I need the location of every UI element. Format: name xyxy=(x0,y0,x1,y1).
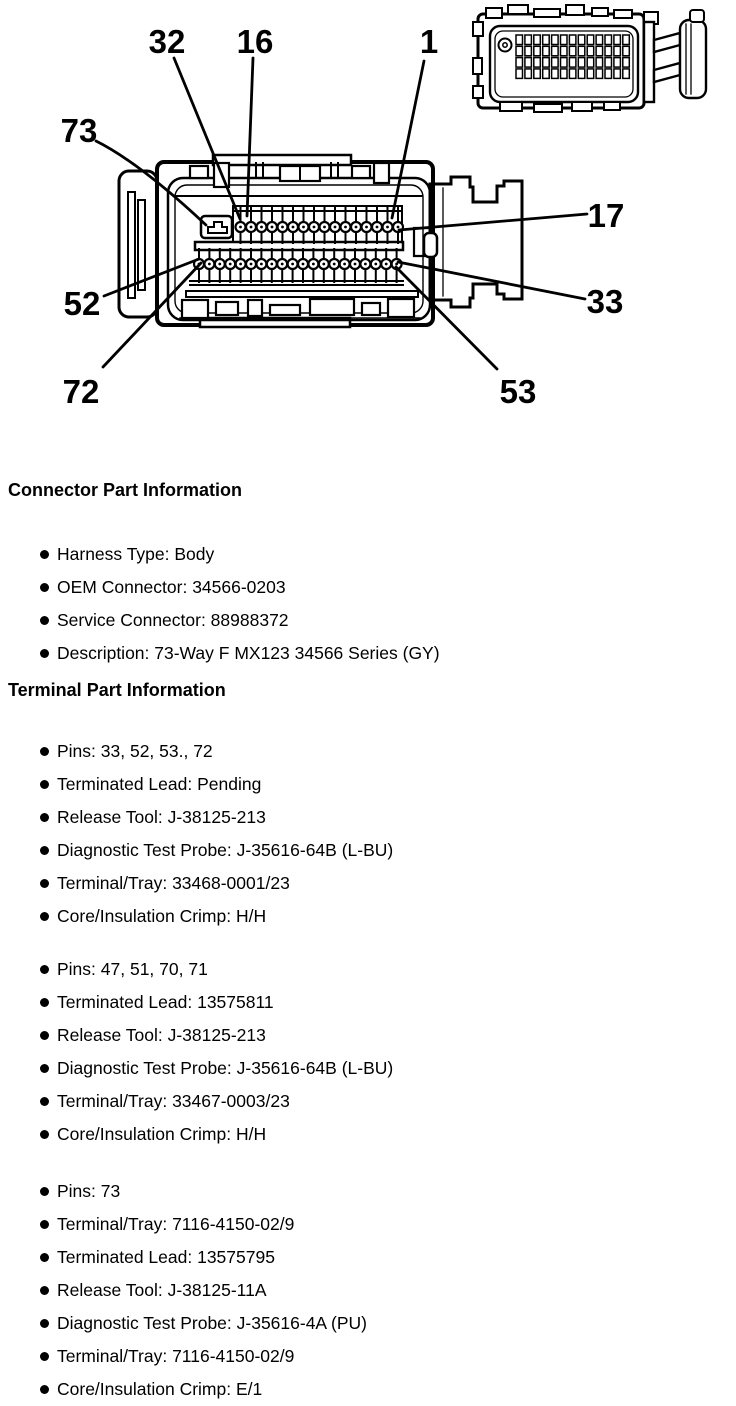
list-item: Pins: 33, 52, 53., 72 xyxy=(40,735,736,768)
terminal-section-heading: Terminal Part Information xyxy=(8,680,226,700)
list-item: Core/Insulation Crimp: H/H xyxy=(40,900,736,933)
leader-line xyxy=(172,56,242,221)
terminal-info-group-1: Pins: 33, 52, 53., 72 Terminated Lead: P… xyxy=(0,735,736,933)
terminal-info-group-2: Pins: 47, 51, 70, 71 Terminated Lead: 13… xyxy=(0,953,736,1151)
callout-1: 1 xyxy=(420,23,438,60)
callout-72: 72 xyxy=(63,373,100,410)
list-item: Terminated Lead: 13575795 xyxy=(40,1241,736,1274)
list-item: Terminated Lead: Pending xyxy=(40,768,736,801)
pin-callouts: 32 16 1 73 17 33 52 72 53 xyxy=(61,23,625,410)
leader-line xyxy=(390,59,426,220)
list-item: Terminal/Tray: 7116-4150-02/9 xyxy=(40,1340,736,1373)
leader-line xyxy=(102,257,201,298)
terminal-info-group-3: Pins: 73 Terminal/Tray: 7116-4150-02/9 T… xyxy=(0,1175,736,1406)
list-item: Terminal/Tray: 33468-0001/23 xyxy=(40,867,736,900)
list-item: Diagnostic Test Probe: J-35616-64B (L-BU… xyxy=(40,834,736,867)
connector-diagram: 32 16 1 73 17 33 52 72 53 xyxy=(61,4,708,410)
list-item: Description: 73-Way F MX123 34566 Series… xyxy=(40,637,736,670)
leader-line xyxy=(396,260,587,301)
list-item: Service Connector: 88988372 xyxy=(40,604,736,637)
connector-figure: 32 16 1 73 17 33 52 72 53 xyxy=(0,0,736,462)
leader-line xyxy=(397,212,589,232)
list-item: Terminated Lead: 13575811 xyxy=(40,986,736,1019)
callout-16: 16 xyxy=(237,23,274,60)
connector-isometric-view xyxy=(472,4,708,113)
list-item: Terminal/Tray: 7116-4150-02/9 xyxy=(40,1208,736,1241)
list-item: Diagnostic Test Probe: J-35616-64B (L-BU… xyxy=(40,1052,736,1085)
list-item: Terminal/Tray: 33467-0003/23 xyxy=(40,1085,736,1118)
list-item: Harness Type: Body xyxy=(40,538,736,571)
pin-row-top xyxy=(234,207,405,244)
list-item: OEM Connector: 34566-0203 xyxy=(40,571,736,604)
list-item: Core/Insulation Crimp: E/1 xyxy=(40,1373,736,1406)
callout-33: 33 xyxy=(587,283,624,320)
connector-face-view xyxy=(117,153,524,329)
connector-info-list: Harness Type: Body OEM Connector: 34566-… xyxy=(0,538,736,670)
callout-53: 53 xyxy=(500,373,537,410)
leader-line xyxy=(394,265,499,371)
list-item: Release Tool: J-38125-11A xyxy=(40,1274,736,1307)
list-item: Core/Insulation Crimp: H/H xyxy=(40,1118,736,1151)
connector-right-profile xyxy=(428,175,524,309)
list-item: Pins: 47, 51, 70, 71 xyxy=(40,953,736,986)
list-item: Release Tool: J-38125-213 xyxy=(40,1019,736,1052)
callout-73: 73 xyxy=(61,112,98,149)
leader-lines xyxy=(94,56,589,371)
connector-section-heading: Connector Part Information xyxy=(8,480,243,500)
pin-row-bottom xyxy=(192,248,403,283)
leader-line xyxy=(101,261,203,369)
callout-52: 52 xyxy=(64,285,101,322)
callout-17: 17 xyxy=(588,197,625,234)
leader-line xyxy=(245,56,255,218)
list-item: Diagnostic Test Probe: J-35616-4A (PU) xyxy=(40,1307,736,1340)
leader-line xyxy=(94,139,208,227)
list-item: Pins: 73 xyxy=(40,1175,736,1208)
keyed-terminal-73 xyxy=(199,214,234,240)
callout-32: 32 xyxy=(149,23,186,60)
list-item: Release Tool: J-38125-213 xyxy=(40,801,736,834)
